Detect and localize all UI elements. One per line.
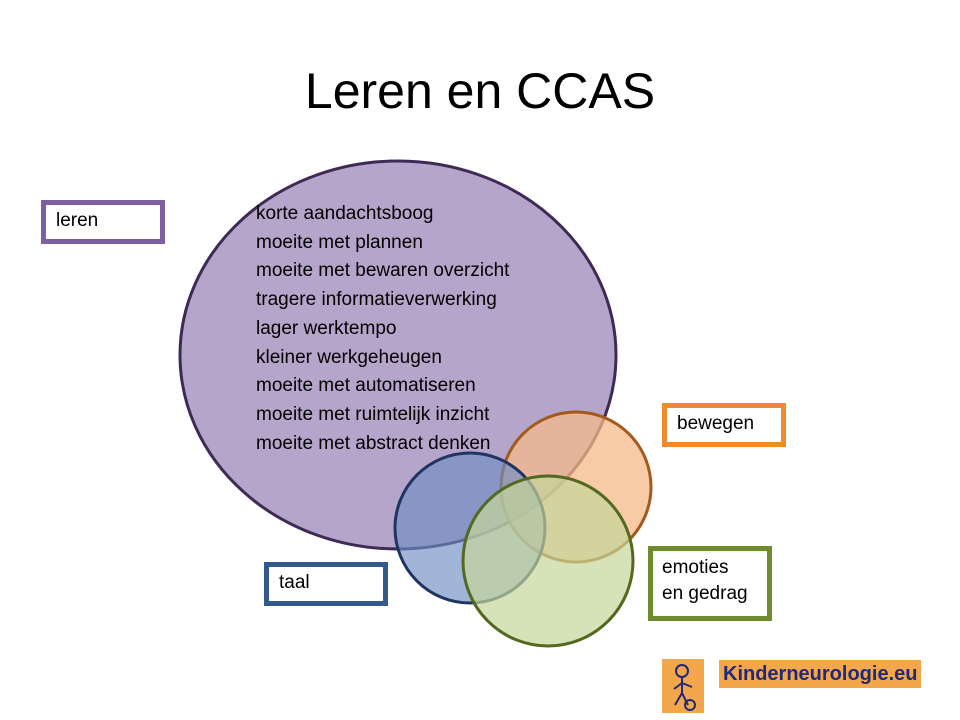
list-item: lager werktempo [256,317,397,339]
child-figure-icon [662,659,704,713]
list-item: moeite met bewaren overzicht [256,260,510,282]
list-item: moeite met automatiseren [256,375,476,397]
logo-text[interactable]: Kinderneurologie.eu [719,660,922,688]
list-item: moeite met ruimtelijk inzicht [256,403,490,425]
list-item: kleiner werkgeheugen [256,346,442,368]
label-leren: leren [41,200,165,244]
label-emoties-line2: en gedrag [662,583,748,604]
label-emoties: emoties en gedrag [648,546,772,621]
list-item: moeite met plannen [256,231,423,253]
label-bewegen: bewegen [662,403,786,447]
slide-title: Leren en CCAS [304,63,656,119]
list-item: moeite met abstract denken [256,432,491,454]
label-leren-text: leren [56,210,99,231]
label-bewegen-text: bewegen [677,413,755,434]
list-item: tragere informatieverwerking [256,289,497,311]
circle-emoties [461,474,635,648]
learning-list: korte aandachtsboog moeite met plannen m… [256,200,509,458]
label-emoties-line1: emoties [662,557,729,578]
list-item: korte aandachtsboog [256,203,434,224]
label-taal-text: taal [279,572,310,593]
label-taal: taal [264,562,388,606]
